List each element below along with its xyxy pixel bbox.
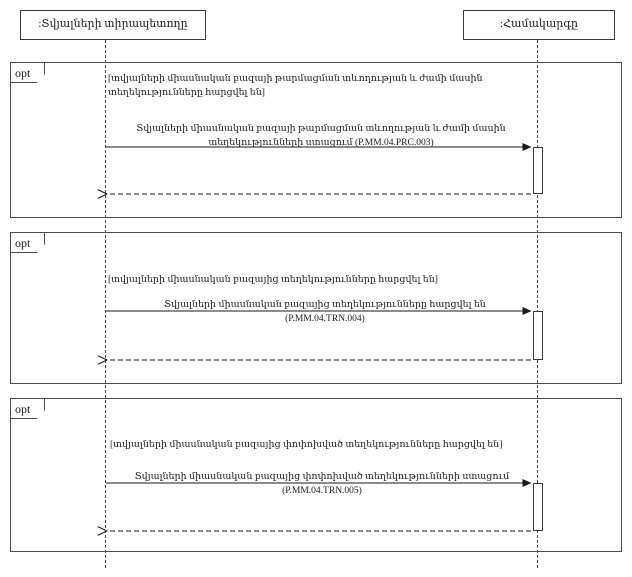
lifeline-head-data-owner-label: :Տվյալների տիրապետողը	[38, 18, 188, 31]
opt-fragment-1-guard: [տվյալների միասնական բազայի թարմացման տև…	[108, 74, 483, 98]
message-label-1: Տվյալների միասնական բազայի թարմացման տևո…	[136, 124, 506, 148]
opt-fragment-3-operator-tag: opt	[11, 399, 45, 419]
opt-fragment-2-operator-label: opt	[15, 235, 31, 250]
opt-fragment-3-guard: [տվյալների միասնական բազայից փոփոխված տե…	[110, 440, 503, 450]
activation-bar-3	[533, 483, 543, 531]
activation-bar-2	[533, 311, 543, 360]
message-label-2: Տվյալների միասնական բազայից տեղեկություն…	[164, 300, 486, 324]
opt-fragment-1[interactable]: opt	[10, 62, 622, 218]
opt-fragment-2-operator-tag: opt	[11, 233, 45, 253]
lifeline-head-data-owner[interactable]: :Տվյալների տիրապետողը	[20, 10, 206, 40]
message-label-3: Տվյալների միասնական բազայից փոփոխված տեղ…	[134, 472, 510, 496]
lifeline-head-system-label: :Համակարգը	[500, 18, 578, 31]
opt-fragment-2[interactable]: opt	[10, 232, 622, 384]
opt-fragment-3-operator-label: opt	[15, 401, 31, 416]
lifeline-system	[537, 40, 538, 568]
lifeline-data-owner	[105, 40, 106, 568]
opt-fragment-2-guard: [տվյալների միասնական բազայից տեղեկությու…	[108, 275, 438, 285]
opt-fragment-1-operator-tag: opt	[11, 63, 45, 83]
lifeline-head-system[interactable]: :Համակարգը	[463, 10, 615, 40]
activation-bar-1	[533, 147, 543, 194]
opt-fragment-1-operator-label: opt	[15, 65, 31, 80]
opt-fragment-3[interactable]: opt	[10, 398, 622, 552]
